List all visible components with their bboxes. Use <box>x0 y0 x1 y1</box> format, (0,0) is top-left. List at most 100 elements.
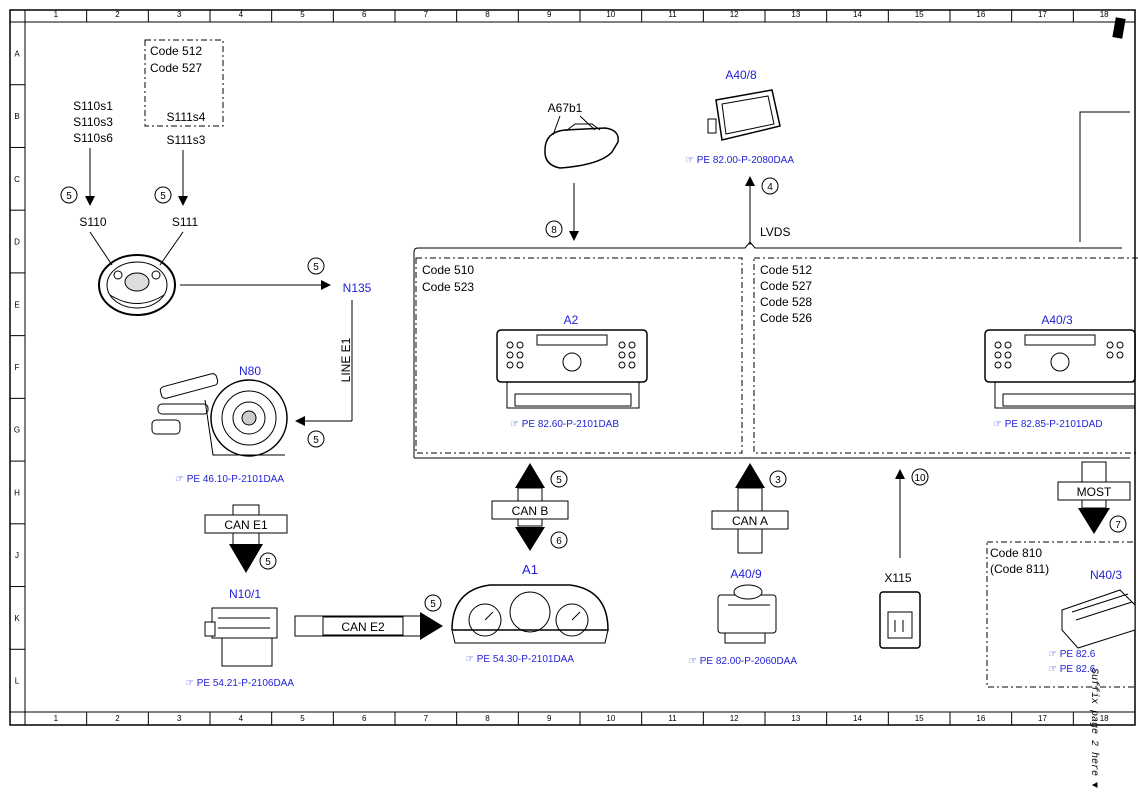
grid-row-label: F <box>15 363 20 372</box>
grid-col-label: 15 <box>915 714 924 723</box>
svg-text:5: 5 <box>313 435 319 446</box>
svg-text:S110s3: S110s3 <box>73 115 113 129</box>
controller-icon <box>717 584 777 644</box>
s111-code-1: Code 512 <box>150 44 202 58</box>
a67b1-label: A67b1 <box>548 101 583 115</box>
can-b-label: CAN B <box>512 504 549 518</box>
svg-text:4: 4 <box>767 182 773 193</box>
svg-text:S110s1: S110s1 <box>73 99 113 113</box>
s110-switch-list: S110s1 S110s3 S110s6 <box>73 99 113 145</box>
grid-col-label: 17 <box>1038 714 1047 723</box>
steering-wheel-icon <box>89 231 184 316</box>
a40-8-ref: ☞ PE 82.00-P-2080DAA <box>685 155 794 166</box>
grid-row-label: K <box>14 614 20 623</box>
grid-col-label: 8 <box>485 10 490 19</box>
svg-text:5: 5 <box>66 191 72 202</box>
s110-label: S110 <box>79 215 106 229</box>
a2-label: A2 <box>564 313 579 327</box>
callout: 5 <box>424 594 442 612</box>
box3-code-1: Code 810 <box>990 546 1042 560</box>
box2-code-1: Code 512 <box>760 263 812 277</box>
a40-8-label: A40/8 <box>725 68 757 82</box>
s111s3-label: S111s3 <box>167 133 206 147</box>
grid-col-label: 4 <box>239 714 244 723</box>
can-b-bus: CAN B <box>491 463 569 551</box>
grid-col-label: 3 <box>177 714 182 723</box>
box1-code-1: Code 510 <box>422 263 474 277</box>
grid-col-label: 7 <box>424 714 429 723</box>
grid-col-label: 7 <box>424 10 429 19</box>
s111-code-2: Code 527 <box>150 61 202 75</box>
amplifier-icon <box>1061 589 1136 649</box>
grid-col-label: 9 <box>547 714 552 723</box>
can-e1-bus: CAN E1 <box>204 504 288 573</box>
callout: 6 <box>550 531 568 549</box>
sam-module-icon <box>204 607 278 667</box>
grid-col-label: 10 <box>606 714 615 723</box>
grid-col-label: 12 <box>730 714 739 723</box>
grid-row-label: G <box>14 426 20 435</box>
svg-text:3: 3 <box>775 475 781 486</box>
grid-col-label: 3 <box>177 10 182 19</box>
n10-1-ref: ☞ PE 54.21-P-2106DAA <box>185 678 294 689</box>
most-label: MOST <box>1077 485 1112 499</box>
box2-code-4: Code 526 <box>760 311 812 325</box>
callout: 8 <box>545 220 563 238</box>
n40-3-label: N40/3 <box>1090 568 1122 582</box>
a40-3-code-box <box>753 257 1138 454</box>
grid-row-label: E <box>14 300 19 309</box>
box2-code-2: Code 527 <box>760 279 812 293</box>
page-tab <box>1112 17 1126 39</box>
svg-text:5: 5 <box>430 599 436 610</box>
callout: 4 <box>761 177 779 195</box>
a1-label: A1 <box>522 562 538 577</box>
grid-col-label: 14 <box>853 10 862 19</box>
bus-frame-top <box>413 241 1122 458</box>
grid-col-label: 8 <box>485 714 490 723</box>
page-suffix-note: Suffix page 2 here ▼ <box>1088 668 1099 789</box>
grid-row-label: D <box>14 238 20 247</box>
wire-right <box>1079 111 1130 242</box>
lvds-label: LVDS <box>760 225 790 239</box>
grid-row-label: B <box>14 112 19 121</box>
grid-col-label: 1 <box>54 714 59 723</box>
grid-col-label: 11 <box>668 10 677 19</box>
callout: 7 <box>1109 515 1127 533</box>
grid-col-label: 6 <box>362 10 367 19</box>
svg-text:5: 5 <box>313 262 319 273</box>
grid-col-label: 5 <box>300 714 305 723</box>
grid-col-label: 5 <box>300 10 305 19</box>
callout: 10 <box>911 468 929 486</box>
a1-ref: ☞ PE 54.30-P-2101DAA <box>465 654 574 665</box>
callout: 3 <box>769 470 787 488</box>
n40-3-ref-1: ☞ PE 82.6 <box>1048 649 1096 660</box>
svg-text:10: 10 <box>914 473 926 484</box>
grid-col-label: 11 <box>668 714 677 723</box>
grid-col-label: 6 <box>362 714 367 723</box>
a40-3-ref: ☞ PE 82.85-P-2101DAD <box>993 419 1103 430</box>
s111-code-box <box>144 39 224 127</box>
s111s4-label: S111s4 <box>167 110 206 124</box>
usb-socket-icon <box>879 591 921 649</box>
grid-row-label: A <box>14 49 20 58</box>
grid-row-label: J <box>15 551 19 560</box>
most-bus: MOST <box>1057 461 1131 534</box>
line-e1-label: LINE E1 <box>339 337 353 382</box>
a40-3-label: A40/3 <box>1041 313 1073 327</box>
svg-text:8: 8 <box>551 225 557 236</box>
grid-row-label: L <box>15 677 20 686</box>
svg-text:5: 5 <box>556 475 562 486</box>
grid-col-label: 1 <box>54 10 59 19</box>
box1-code-2: Code 523 <box>422 280 474 294</box>
display-icon <box>707 89 781 141</box>
grid-col-label: 13 <box>791 714 800 723</box>
svg-text:5: 5 <box>265 557 271 568</box>
callout: 5 <box>307 257 325 275</box>
grid-col-label: 14 <box>853 714 862 723</box>
steering-column-module-icon <box>151 373 288 457</box>
svg-text:6: 6 <box>556 536 562 547</box>
callout: 5 <box>550 470 568 488</box>
callout: 5 <box>154 186 172 204</box>
grid-col-label: 15 <box>915 10 924 19</box>
